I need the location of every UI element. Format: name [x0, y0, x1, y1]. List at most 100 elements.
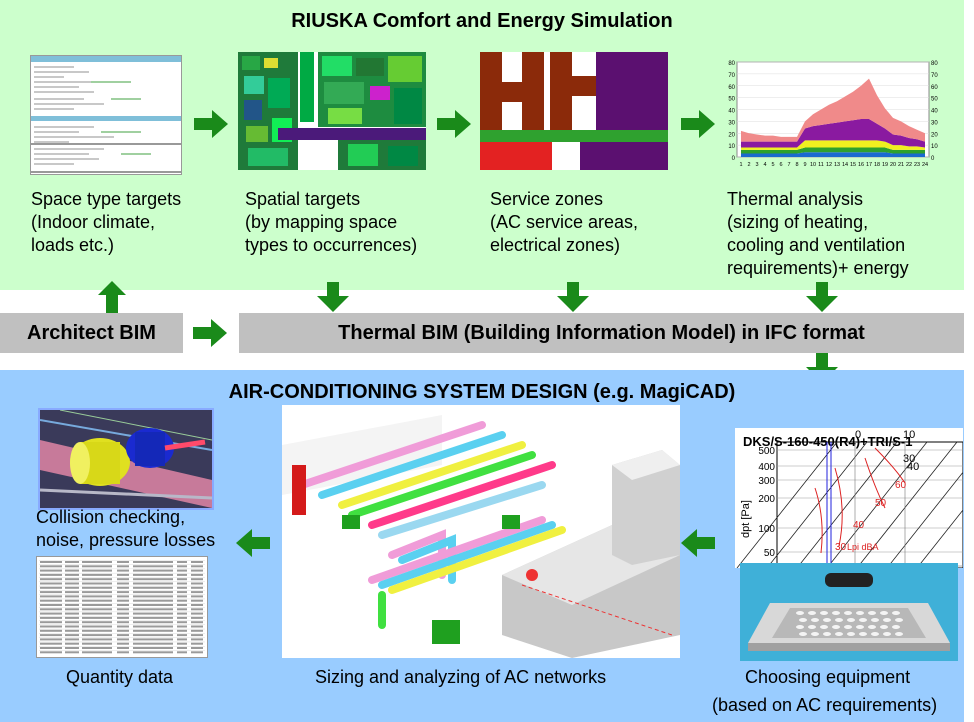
- table-cell: [117, 573, 129, 576]
- table-cell: [40, 612, 62, 615]
- caption-line: loads etc.): [31, 235, 115, 255]
- table-cell: [40, 651, 62, 654]
- thermal-x-tick: 4: [763, 162, 766, 168]
- table-cell: [82, 578, 112, 581]
- table-cell: [177, 573, 187, 576]
- table-cell: [82, 651, 112, 654]
- table-cell: [40, 621, 62, 624]
- service-zones-image: [480, 52, 668, 170]
- duct-curve-label: 40: [853, 520, 865, 531]
- table-cell: [191, 591, 203, 594]
- caption-line: (by mapping space: [245, 212, 398, 232]
- table-cell: [65, 565, 79, 568]
- table-cell: [177, 591, 187, 594]
- table-cell: [40, 642, 62, 645]
- table-cell: [191, 599, 203, 602]
- table-cell: [40, 578, 62, 581]
- table-line: [39, 624, 205, 625]
- table-cell: [133, 599, 173, 602]
- table-cell: [65, 638, 79, 641]
- diffuser-hole: [811, 632, 819, 636]
- thermal-area: [741, 78, 925, 142]
- duct-top-tick: 0: [855, 429, 861, 441]
- table-cell: [133, 616, 173, 619]
- thermal-y-tick-right: 20: [931, 132, 938, 138]
- collision-caption: Collision checking, noise, pressure loss…: [36, 506, 215, 552]
- caption-line: cooling and ventilation: [727, 235, 906, 255]
- quantity-table-thumbnail: [39, 560, 205, 654]
- table-cell: [133, 612, 173, 615]
- table-cell: [82, 638, 112, 641]
- networks-caption: Sizing and analyzing of AC networks: [315, 667, 607, 687]
- table-line: [39, 615, 205, 617]
- thermal-x-tick: 15: [850, 162, 856, 168]
- caption-line: (sizing of heating,: [727, 212, 869, 232]
- table-cell: [191, 647, 203, 649]
- table-cell: [117, 569, 129, 572]
- table-cell: [133, 625, 173, 628]
- thermal-y-tick: 60: [728, 85, 735, 91]
- space-targets-image: [30, 55, 182, 175]
- table-line: [39, 650, 205, 651]
- diffuser-hole: [799, 618, 807, 622]
- table-cell: [191, 629, 203, 632]
- table-cell: [191, 586, 203, 589]
- table-cell: [40, 569, 62, 572]
- thermal-x-tick: 22: [906, 162, 912, 168]
- diffuser-hole: [796, 625, 804, 629]
- table-cell: [177, 561, 187, 563]
- duct-pressure-chart: DKS/S-160-450(R4)+TRI/S-1 50040030020010…: [736, 429, 963, 568]
- table-cell: [65, 586, 79, 589]
- right-arrow-icon: [194, 110, 228, 138]
- duct-red-curve: [814, 487, 823, 554]
- down-arrow-icon: [806, 353, 838, 383]
- thermal-x-tick: 23: [914, 162, 920, 168]
- table-line: [39, 581, 205, 582]
- diffuser-hole: [859, 618, 867, 622]
- caption-line: Spatial targets: [245, 189, 361, 209]
- table-cell: [65, 599, 79, 602]
- table-cell: [82, 565, 112, 568]
- table-cell: [133, 634, 173, 637]
- service-zones-caption: Service zones (AC service areas, electri…: [490, 188, 638, 257]
- thermal-y-tick-right: 60: [931, 85, 938, 91]
- diffuser-hole: [808, 611, 816, 615]
- table-cell: [65, 634, 79, 637]
- caption-line: requirements)+ energy: [727, 258, 909, 278]
- table-cell: [191, 651, 203, 654]
- thermal-y-tick: 0: [732, 156, 736, 162]
- equipment-caption-line1: Choosing equipment: [745, 667, 911, 687]
- thermal-x-tick: 13: [834, 162, 840, 168]
- thermal-x-tick: 21: [898, 162, 904, 168]
- duct-top-tick: 10: [903, 429, 915, 441]
- left-arrow-icon: [681, 529, 715, 557]
- thermal-x-tick: 12: [826, 162, 832, 168]
- table-cell: [65, 608, 79, 611]
- table-cell: [40, 604, 62, 606]
- diffuser-hole: [895, 632, 903, 636]
- table-cell: [65, 591, 79, 594]
- table-cell: [177, 634, 187, 637]
- table-cell: [65, 604, 79, 606]
- thermal-y-tick: 70: [728, 73, 735, 79]
- table-cell: [177, 647, 187, 649]
- table-cell: [82, 604, 112, 606]
- table-line: [39, 594, 205, 595]
- table-cell: [133, 595, 173, 598]
- thermal-analysis-caption: Thermal analysis (sizing of heating, coo…: [727, 188, 909, 280]
- caption-line: types to occurrences): [245, 235, 418, 255]
- space-targets-caption: Space type targets (Indoor climate, load…: [31, 188, 181, 257]
- collision-render: [40, 410, 212, 508]
- table-cell: [117, 629, 129, 632]
- diffuser-image: [740, 563, 958, 661]
- table-cell: [82, 573, 112, 576]
- table-cell: [65, 642, 79, 645]
- diffuser-hole: [823, 632, 831, 636]
- diffuser-hole: [883, 632, 891, 636]
- floor-plan-thumbnail: [238, 52, 426, 170]
- table-line: [39, 637, 205, 638]
- table-cell: [177, 625, 187, 628]
- thermal-y-tick-right: 80: [931, 61, 938, 67]
- right-arrow-icon: [681, 110, 715, 138]
